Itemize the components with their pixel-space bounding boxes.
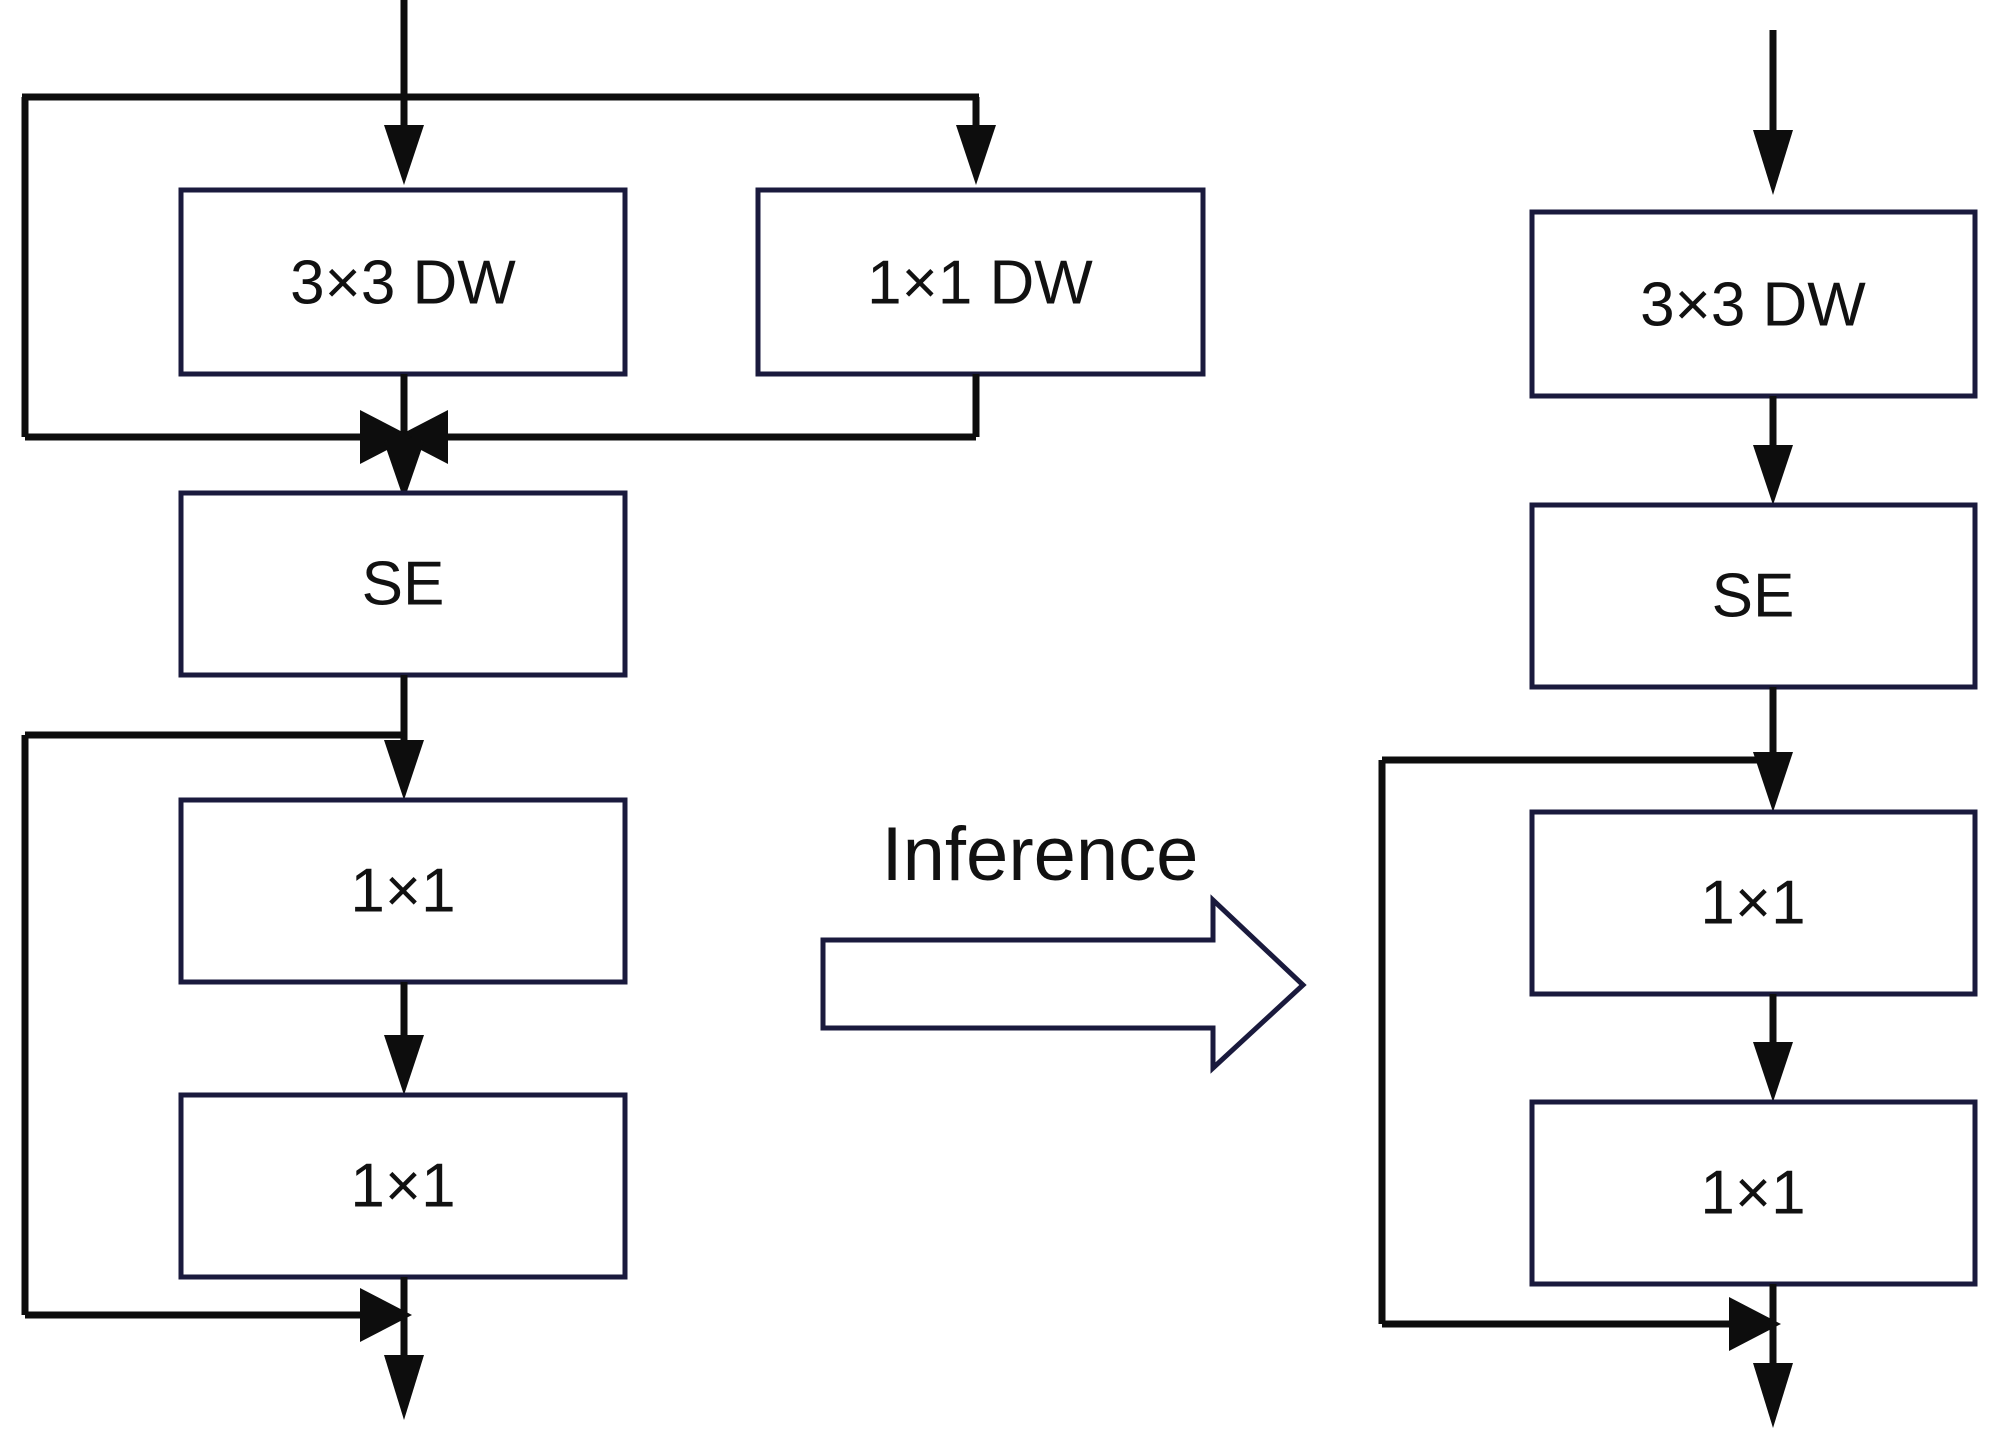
left-box-pw2: 1×1 xyxy=(178,1092,628,1280)
right-box-se: SE xyxy=(1529,502,1978,690)
left-input-arrow xyxy=(384,0,424,185)
left-box-dw3x3: 3×3 DW xyxy=(178,187,628,377)
left-output-arrow xyxy=(384,1277,424,1420)
left-identity-skip-bottom xyxy=(25,1288,412,1342)
left-box-pw1-label: 1×1 xyxy=(350,856,455,925)
left-box-se: SE xyxy=(178,490,628,678)
left-box-se-label: SE xyxy=(362,549,445,618)
inference-label: Inference xyxy=(882,812,1199,897)
right-se-output xyxy=(1378,687,1793,1324)
left-merge-to-se-arrow xyxy=(384,437,424,500)
right-input-arrow xyxy=(1753,30,1793,195)
right-identity-skip-bottom xyxy=(1382,1297,1781,1351)
left-top-rail xyxy=(21,93,996,437)
right-box-dw3x3: 3×3 DW xyxy=(1529,209,1978,399)
left-box-dw1x1: 1×1 DW xyxy=(755,187,1206,377)
left-dw1x1-output xyxy=(396,374,980,464)
right-box-pw1: 1×1 xyxy=(1529,809,1978,997)
right-box-pw2-label: 1×1 xyxy=(1700,1158,1805,1227)
left-se-output xyxy=(21,675,424,1315)
inference-block-arrow xyxy=(820,894,1307,1074)
right-box-pw1-label: 1×1 xyxy=(1700,868,1805,937)
left-diagram-group: 3×3 DW 1×1 DW xyxy=(21,0,1206,1420)
inference-transition: Inference xyxy=(820,812,1307,1074)
right-output-arrow xyxy=(1753,1284,1793,1428)
right-box-dw3x3-label: 3×3 DW xyxy=(1640,270,1866,339)
left-box-pw2-label: 1×1 xyxy=(350,1151,455,1220)
left-box-dw1x1-label: 1×1 DW xyxy=(867,248,1093,317)
left-box-dw3x3-label: 3×3 DW xyxy=(290,248,516,317)
right-diagram-group: 3×3 DW SE 1×1 xyxy=(1378,30,1978,1428)
right-dw3x3-to-se-arrow xyxy=(1753,396,1793,505)
left-box-pw1: 1×1 xyxy=(178,797,628,985)
right-box-se-label: SE xyxy=(1712,561,1795,630)
right-box-pw2: 1×1 xyxy=(1529,1099,1978,1287)
left-identity-skip-top xyxy=(25,410,412,464)
right-pw1-to-pw2-arrow xyxy=(1753,994,1793,1102)
left-pw1-to-pw2-arrow xyxy=(384,982,424,1095)
